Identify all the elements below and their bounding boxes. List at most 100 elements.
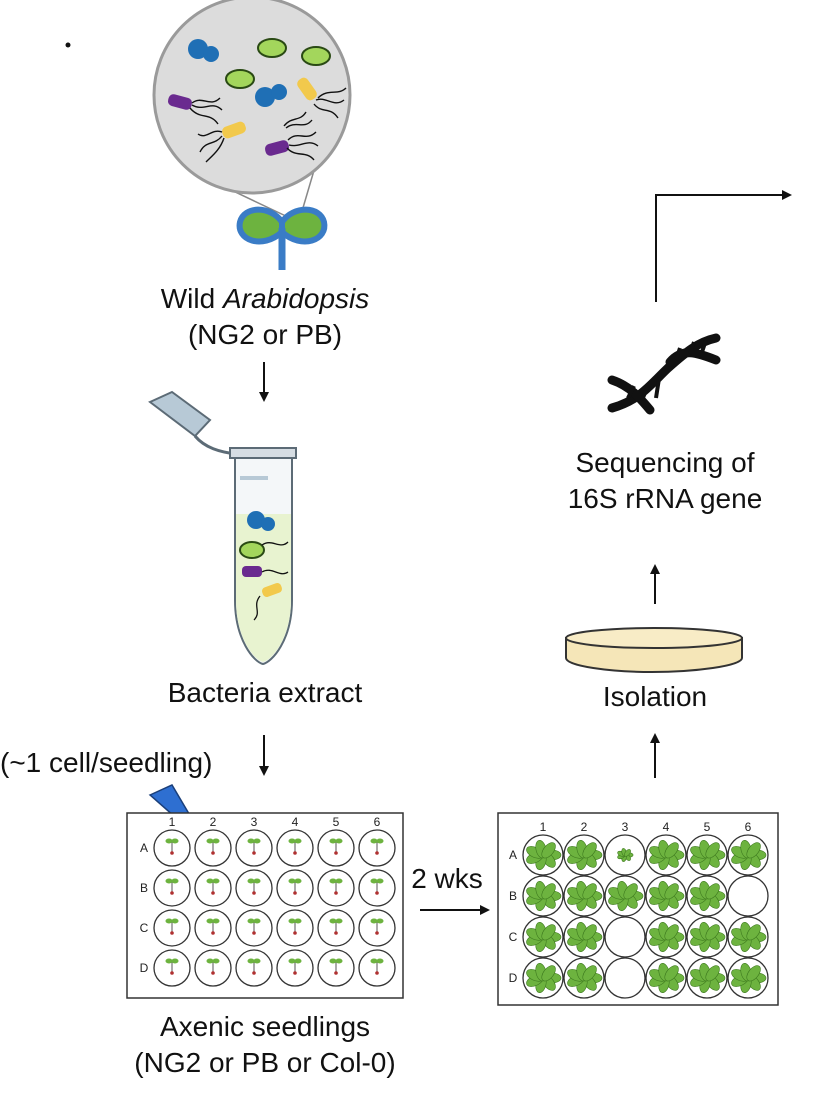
plate-column-label: 1 — [169, 815, 176, 829]
seedling-leaf — [206, 958, 214, 964]
plate-column-label: 5 — [333, 815, 340, 829]
rosette-leaf — [664, 924, 679, 941]
rosette-leaf — [541, 965, 556, 982]
seed-dot — [170, 851, 174, 855]
seed-dot — [252, 891, 256, 895]
plate-row-label: B — [140, 881, 148, 895]
magnifier-circle-icon — [152, 0, 352, 219]
seedling-leaf — [329, 878, 337, 884]
plate-row-label: C — [509, 930, 518, 944]
seedling-leaf — [294, 878, 302, 884]
plate-column-label: 6 — [745, 820, 752, 834]
seedling-leaf — [370, 838, 378, 844]
wild-label-prefix: Wild — [160, 283, 223, 314]
seedling-leaf — [376, 878, 384, 884]
seed-dot — [211, 971, 215, 975]
seed-dot — [334, 971, 338, 975]
rosette-leaf — [705, 965, 720, 982]
seedling-leaf — [206, 918, 214, 924]
seedling-leaf — [288, 918, 296, 924]
rosette-leaf — [541, 883, 556, 900]
plate-column-label: 4 — [663, 820, 670, 834]
incubation-label: 2 wks — [411, 863, 483, 894]
sequencing-label-line2: 16S rRNA gene — [567, 483, 763, 514]
seedling-leaf — [329, 838, 337, 844]
seedling-leaf — [253, 958, 261, 964]
plate-row-label: C — [140, 921, 149, 935]
plate-column-label: 3 — [251, 815, 258, 829]
seedling-leaf — [335, 838, 343, 844]
rosette-leaf — [705, 883, 720, 900]
plate-column-label: 2 — [581, 820, 588, 834]
rosette-leaf — [582, 883, 597, 900]
rosette-leaf — [582, 924, 597, 941]
seedling-leaf — [212, 918, 220, 924]
microcentrifuge-tube-icon — [148, 390, 297, 666]
plate-row-label: D — [509, 971, 518, 985]
cell-per-seedling-label: (~1 cell/seedling) — [0, 747, 213, 778]
seed-dot — [252, 971, 256, 975]
plate-row-label: B — [509, 889, 517, 903]
rosette-leaf — [624, 849, 631, 857]
plate-column-label: 6 — [374, 815, 381, 829]
seedling-leaf — [376, 958, 384, 964]
seed-dot — [375, 891, 379, 895]
axenic-genotype-label: (NG2 or PB or Col-0) — [134, 1047, 396, 1078]
seedling-leaf — [171, 918, 179, 924]
arrow-icon — [655, 190, 792, 302]
seedling-leaf — [294, 958, 302, 964]
rosette-leaf — [582, 965, 597, 982]
rosette-leaf — [623, 883, 638, 900]
seed-dot — [211, 891, 215, 895]
rosette-leaf — [664, 842, 679, 859]
plate-column-label: 1 — [540, 820, 547, 834]
plate-well — [727, 875, 769, 917]
seed-dot — [170, 931, 174, 935]
seedling-leaf — [329, 918, 337, 924]
seedling-leaf — [171, 958, 179, 964]
seedling-leaf — [335, 918, 343, 924]
plate-column-label: 4 — [292, 815, 299, 829]
rosette-leaf — [705, 842, 720, 859]
rosette-leaf — [541, 842, 556, 859]
rosette-leaf — [664, 965, 679, 982]
rosette-leaf — [746, 924, 761, 941]
seedling-leaf — [171, 878, 179, 884]
plate-row-label: D — [140, 961, 149, 975]
seedling-leaf — [253, 918, 261, 924]
seedling-leaf — [376, 918, 384, 924]
wild-arabidopsis-label: Wild Arabidopsis — [130, 282, 400, 316]
rosette-leaf — [705, 924, 720, 941]
seedling-leaf — [335, 958, 343, 964]
isolation-label: Isolation — [602, 681, 708, 712]
rosette-leaf — [746, 842, 761, 859]
seed-dot — [170, 971, 174, 975]
petri-dish-icon — [565, 627, 743, 674]
seed-dot — [293, 851, 297, 855]
seedling-leaf — [212, 958, 220, 964]
seedling-leaf — [294, 918, 302, 924]
wild-genotype-label: (NG2 or PB) — [187, 319, 343, 350]
seedling-leaf — [171, 838, 179, 844]
seed-dot — [211, 851, 215, 855]
seedling-leaf — [288, 878, 296, 884]
plate-column-label: 3 — [622, 820, 629, 834]
dna-helix-icon — [607, 333, 721, 415]
seedling-leaf — [165, 958, 173, 964]
seedling-leaf — [247, 838, 255, 844]
stray-dot — [65, 42, 71, 48]
seedling-leaf — [247, 958, 255, 964]
sequencing-label-line1: Sequencing of — [575, 447, 755, 478]
seedling-leaf — [253, 838, 261, 844]
seedling-leaf — [253, 878, 261, 884]
wild-label-italic: Arabidopsis — [222, 283, 370, 314]
seedling-leaf — [294, 838, 302, 844]
seed-dot — [252, 851, 256, 855]
seed-dot — [375, 931, 379, 935]
seedling-leaf — [165, 878, 173, 884]
seedling-leaf — [165, 838, 173, 844]
seedling-leaf — [376, 838, 384, 844]
seedling-leaf — [247, 918, 255, 924]
